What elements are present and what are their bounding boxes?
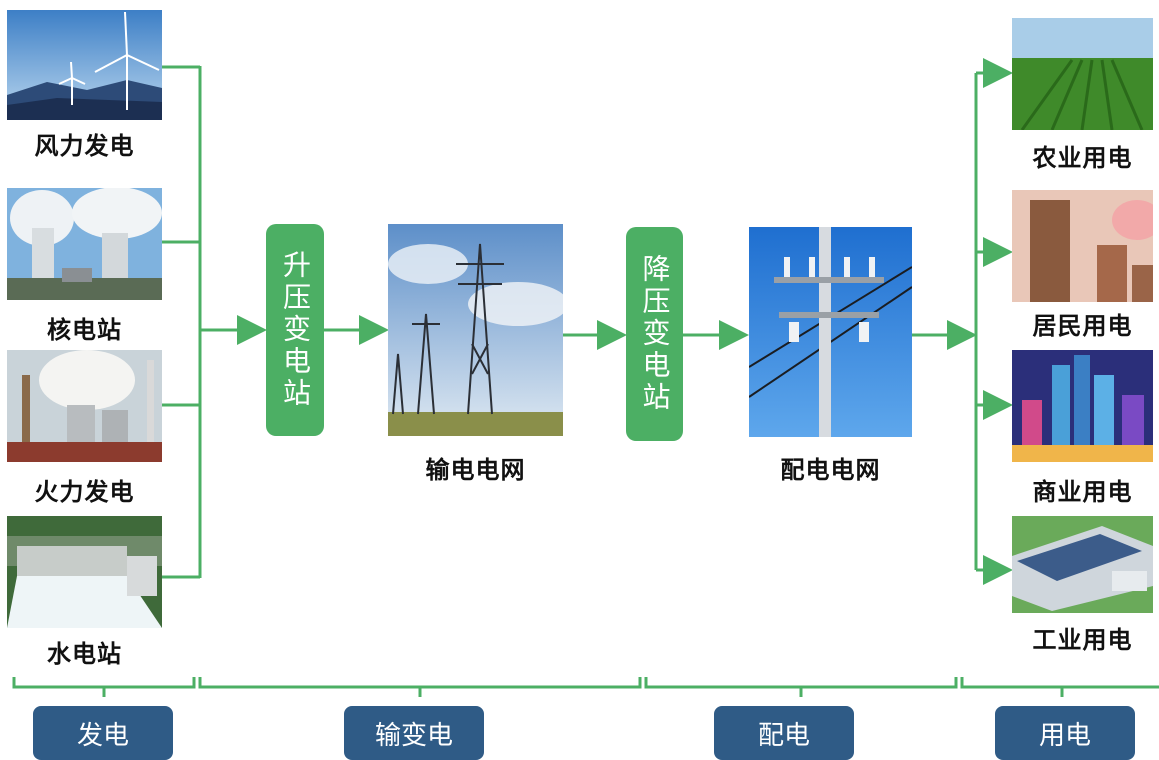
industrial-photo [1012,516,1153,613]
consumer-label: 工业用电 [1032,625,1133,654]
hydro-power-photo [7,516,162,628]
stage-consumption: 用电 [995,706,1135,760]
source-label: 核电站 [47,315,122,344]
commercial-photo [1012,350,1153,462]
step-down-substation-label: 降压变电站 [638,254,672,414]
nuclear-plant-photo [7,188,162,300]
consumer-label: 居民用电 [1032,311,1133,340]
source-label: 水电站 [47,639,122,668]
stage-generation: 发电 [33,706,173,760]
distribution-grid-photo [749,227,912,437]
step-up-substation-label: 升压变电站 [279,250,312,410]
stage-transmission: 输变电 [344,706,484,760]
agriculture-photo [1012,18,1153,130]
step-up-substation: 升压变电站 [266,224,324,436]
source-label: 风力发电 [34,131,135,160]
step-down-substation: 降压变电站 [626,227,683,441]
stage-distribution: 配电 [714,706,854,760]
consumer-label: 商业用电 [1032,477,1133,506]
transmission-grid-photo [388,224,563,436]
consumer-label: 农业用电 [1032,143,1133,172]
transmission-grid-label: 输电电网 [425,455,526,484]
residential-photo [1012,190,1153,302]
thermal-power-photo [7,350,162,462]
source-label: 火力发电 [34,477,135,506]
distribution-grid-label: 配电电网 [780,455,881,484]
wind-power-photo [7,10,162,120]
